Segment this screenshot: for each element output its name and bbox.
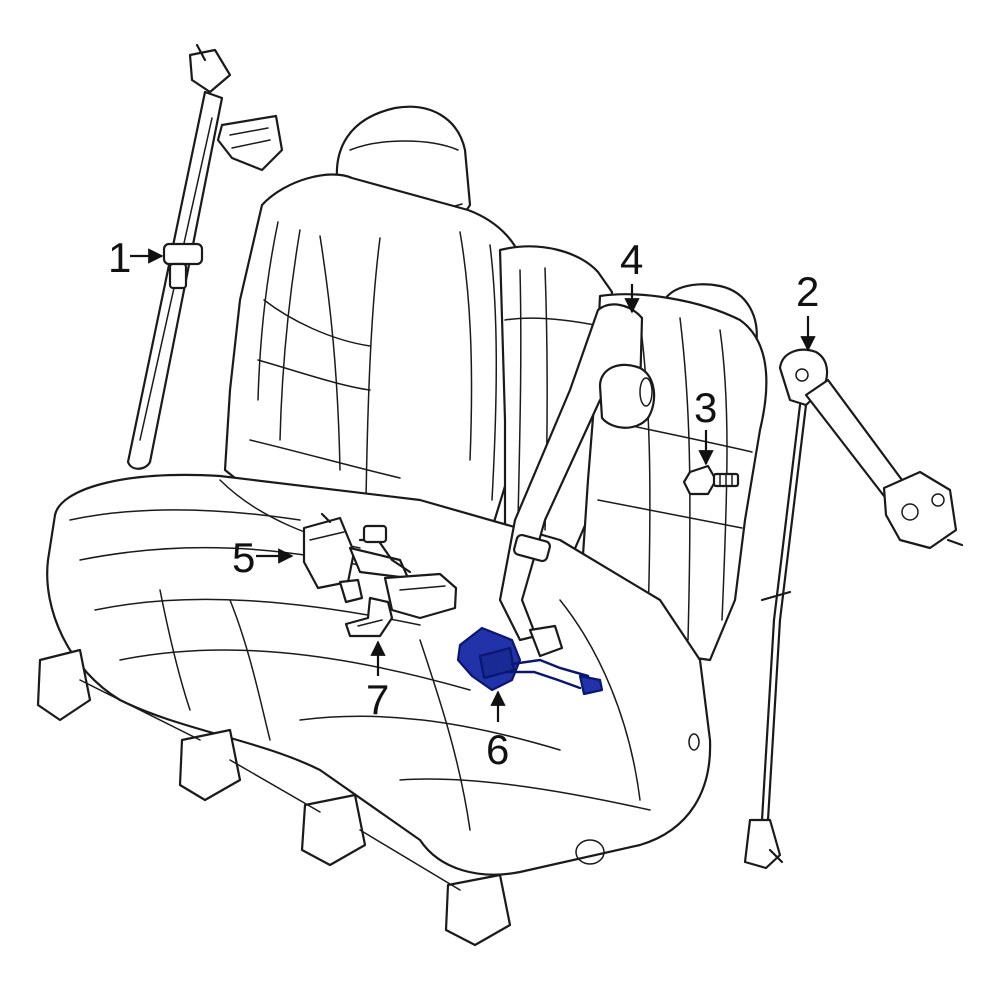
buckle-assembly — [302, 512, 458, 620]
svg-text:3: 3 — [694, 384, 717, 431]
svg-text:5: 5 — [232, 534, 255, 581]
center-buckle-highlighted — [456, 626, 604, 696]
callout-7: 7 — [366, 640, 389, 723]
svg-text:4: 4 — [620, 236, 643, 283]
callout-1: 1 — [108, 234, 164, 281]
svg-text:7: 7 — [366, 676, 389, 723]
callout-4: 4 — [620, 236, 643, 314]
seat-belt-right — [743, 348, 964, 870]
seat-belt-left — [126, 43, 284, 470]
svg-text:6: 6 — [486, 726, 509, 773]
bracket — [344, 596, 394, 638]
callout-3: 3 — [694, 384, 717, 466]
bolt — [682, 464, 740, 496]
callout-2: 2 — [796, 268, 819, 352]
seat-belt-center — [498, 303, 656, 658]
callout-6: 6 — [486, 690, 509, 773]
svg-text:2: 2 — [796, 268, 819, 315]
callout-5: 5 — [232, 534, 294, 581]
rear-seat-assembly — [36, 105, 768, 947]
svg-text:1: 1 — [108, 234, 131, 281]
